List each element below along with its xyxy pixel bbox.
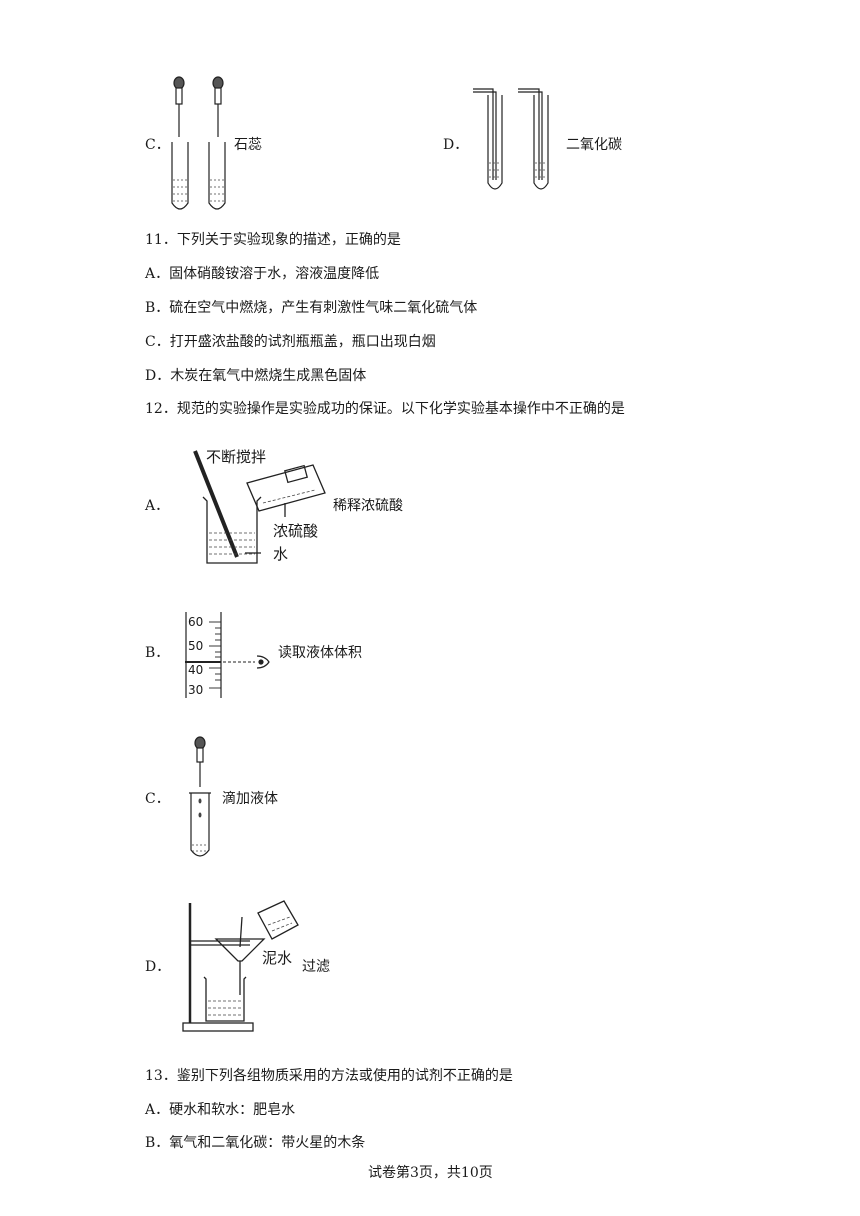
q12-option-b-tick-50: 50 xyxy=(188,639,204,653)
q12-stem: 12．规范的实验操作是实验成功的保证。以下化学实验基本操作中不正确的是 xyxy=(145,401,625,417)
q12-option-c-letter: C． xyxy=(145,791,170,807)
q11-option-c: C．打开盛浓盐酸的试剂瓶瓶盖，瓶口出现白烟 xyxy=(145,334,436,350)
q10-option-d-caption: 二氧化碳 xyxy=(566,137,622,153)
q12-option-a-label-stir: 不断搅拌 xyxy=(206,448,267,466)
q12-option-d-figure xyxy=(182,900,299,1032)
q12-option-a-figure xyxy=(193,450,326,564)
q12-option-a-label-water: 水 xyxy=(273,545,289,563)
q12-option-d-label-mud: 泥水 xyxy=(262,949,293,967)
q12-option-d-caption: 过滤 xyxy=(302,959,330,975)
q13-option-b: B．氧气和二氧化碳：带火星的木条 xyxy=(145,1135,366,1151)
q10-option-c-figure xyxy=(171,76,226,210)
q12-option-b-tick-40: 40 xyxy=(188,663,204,677)
q10-option-d-figure xyxy=(473,88,549,190)
q12-option-b-tick-60: 60 xyxy=(188,615,204,629)
q12-option-a-caption: 稀释浓硫酸 xyxy=(333,498,403,514)
q11-stem: 11．下列关于实验现象的描述，正确的是 xyxy=(145,232,401,248)
q12-option-d-letter: D． xyxy=(145,959,171,975)
q12-option-c-figure xyxy=(189,736,211,857)
q11-option-b: B．硫在空气中燃烧，产生有刺激性气味二氧化硫气体 xyxy=(145,300,478,316)
q10-option-d-letter: D． xyxy=(443,137,469,153)
q12-option-a-letter: A． xyxy=(145,498,170,514)
q10-option-c-letter: C． xyxy=(145,137,170,153)
q13-option-a: A．硬水和软水：肥皂水 xyxy=(145,1102,296,1118)
q10-option-c-caption: 石蕊 xyxy=(234,137,262,153)
q11-option-a: A．固体硝酸铵溶于水，溶液温度降低 xyxy=(145,266,380,282)
q12-option-b-figure xyxy=(185,612,270,698)
q12-option-a-label-acid: 浓硫酸 xyxy=(273,522,319,540)
q13-stem: 13．鉴别下列各组物质采用的方法或使用的试剂不正确的是 xyxy=(145,1068,513,1084)
q12-option-b-caption: 读取液体体积 xyxy=(278,645,362,661)
q12-option-b-tick-30: 30 xyxy=(188,683,204,697)
q11-option-d: D．木炭在氧气中燃烧生成黑色固体 xyxy=(145,368,367,384)
q12-option-b-letter: B． xyxy=(145,645,170,661)
q12-option-c-caption: 滴加液体 xyxy=(222,791,278,807)
page-footer: 试卷第3页，共10页 xyxy=(368,1165,493,1181)
